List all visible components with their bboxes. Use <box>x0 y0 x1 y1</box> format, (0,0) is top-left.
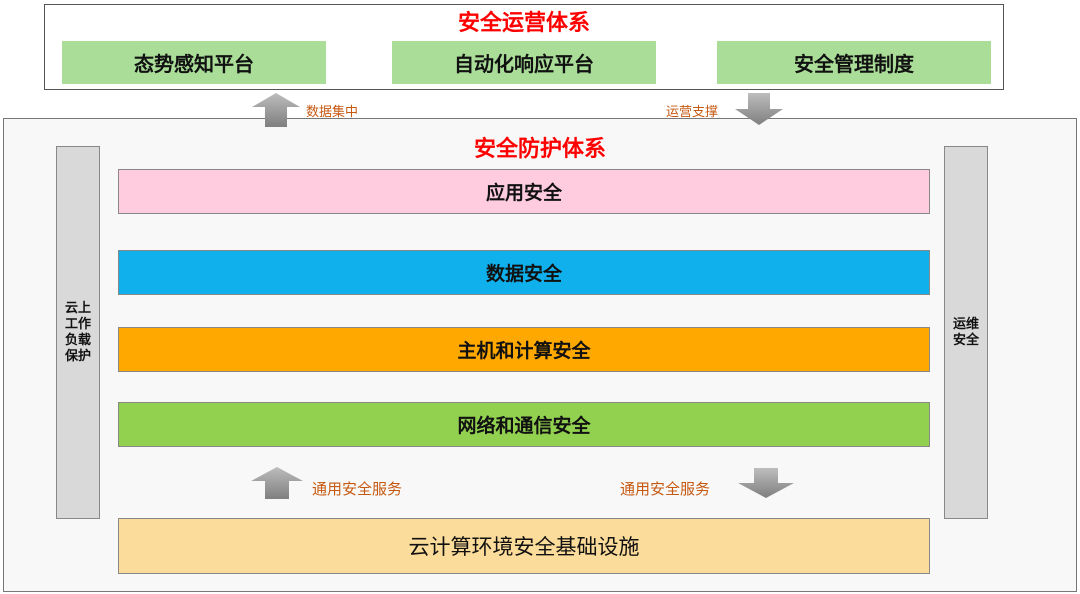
common-service-down-label: 通用安全服务 <box>620 480 711 498</box>
network-communication-security-layer: 网络和通信安全 <box>118 402 930 447</box>
host-compute-security-layer: 主机和计算安全 <box>118 327 930 372</box>
application-security-layer: 应用安全 <box>118 169 930 214</box>
ops-security-text-1: 运维 <box>952 316 979 332</box>
down-arrow-icon <box>738 468 794 498</box>
ops-support-label: 运营支撑 <box>666 105 719 120</box>
ops-security-column: 运维 安全 <box>944 146 988 519</box>
situational-awareness-card: 态势感知平台 <box>62 41 326 84</box>
data-security-layer: 数据安全 <box>118 250 930 295</box>
security-management-card: 安全管理制度 <box>717 41 991 84</box>
up-arrow-icon <box>251 467 303 499</box>
automated-response-card: 自动化响应平台 <box>392 41 656 84</box>
workload-text-4: 保护 <box>64 348 91 364</box>
cloud-infrastructure-layer: 云计算环境安全基础设施 <box>118 518 930 574</box>
workload-protection-column: 云上 工作 负载 保护 <box>56 146 100 519</box>
down-arrow-icon <box>735 93 783 125</box>
data-centralize-label: 数据集中 <box>306 105 359 120</box>
workload-text-3: 负载 <box>64 332 91 348</box>
workload-text-1: 云上 <box>64 300 91 316</box>
common-service-up-label: 通用安全服务 <box>312 480 403 498</box>
ops-security-text-2: 安全 <box>952 332 979 348</box>
workload-text-2: 工作 <box>64 316 91 332</box>
operations-title: 安全运营体系 <box>457 11 590 36</box>
protection-title: 安全防护体系 <box>473 137 606 162</box>
up-arrow-icon <box>252 93 300 127</box>
